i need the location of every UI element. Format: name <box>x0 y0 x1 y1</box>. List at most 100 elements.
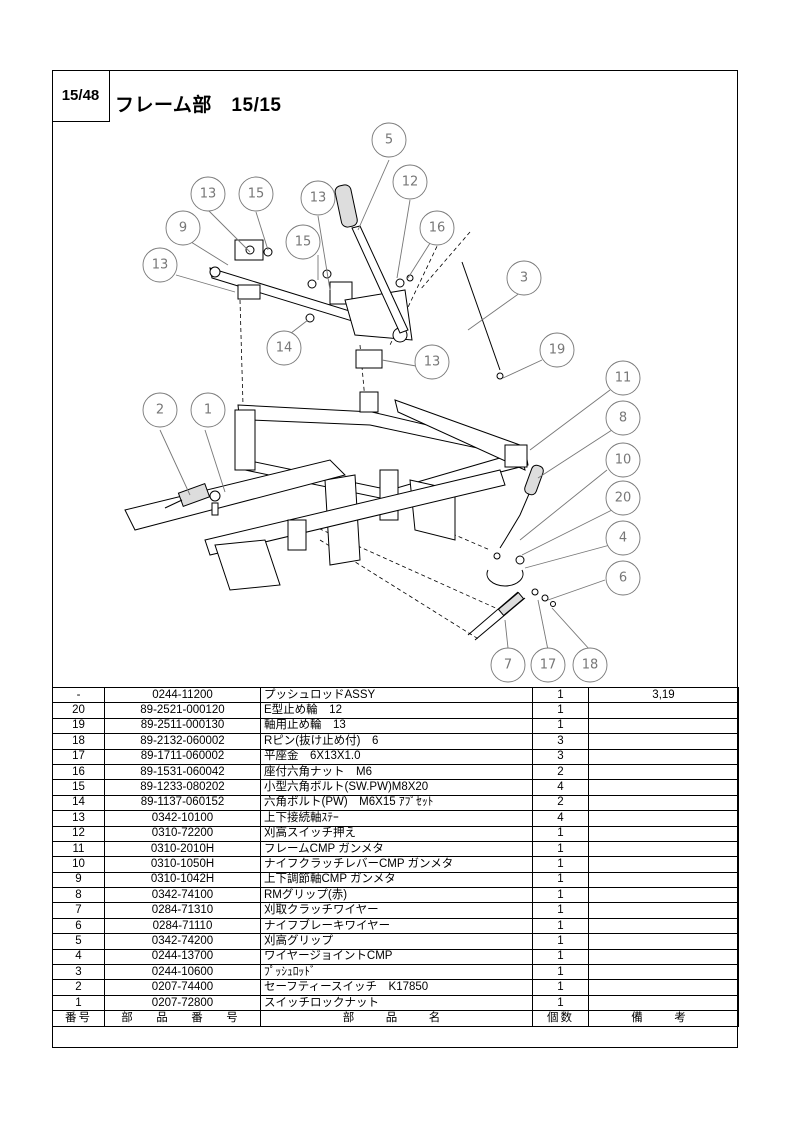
row-remarks: 3,19 <box>588 686 739 704</box>
row-number: 8 <box>52 887 105 904</box>
callout-2: 2 <box>142 392 178 428</box>
row-remarks <box>588 933 739 950</box>
callout-label: 13 <box>152 258 169 273</box>
row-quantity: 1 <box>532 933 589 950</box>
row-remarks <box>588 856 739 873</box>
row-part-name: フレームCMP ガンメタ <box>260 840 533 858</box>
row-number: 17 <box>52 748 105 765</box>
callout-label: 19 <box>549 343 566 358</box>
callout-5: 5 <box>371 122 407 158</box>
row-number: 1 <box>52 994 105 1012</box>
row-part-number: 0284-71110 <box>104 917 261 935</box>
row-part-number: 0207-72800 <box>104 994 261 1012</box>
row-part-name: 上下調節軸CMP ガンメタ <box>260 871 533 889</box>
callout-label: 17 <box>540 658 557 673</box>
row-number: 16 <box>52 763 105 781</box>
row-number: 19 <box>52 717 105 735</box>
col-header-part-number: 部 品 番 号 <box>104 1010 261 1027</box>
callout-label: 13 <box>424 355 441 370</box>
row-part-number: 0310-72200 <box>104 825 261 842</box>
col-header-part-name: 部 品 名 <box>260 1010 533 1027</box>
row-remarks <box>588 779 739 796</box>
row-quantity: 4 <box>532 779 589 796</box>
row-part-name: 軸用止め輪 13 <box>260 717 533 735</box>
row-number: 15 <box>52 779 105 796</box>
callout-label: 13 <box>310 191 327 206</box>
callout-15: 15 <box>238 176 274 212</box>
callout-label: 11 <box>615 371 632 386</box>
row-quantity: 1 <box>532 887 589 904</box>
row-part-name: Rピン(抜け止め付) 6 <box>260 733 533 750</box>
row-part-name: プッシュロッドASSY <box>260 686 533 704</box>
row-part-number: 89-2132-060002 <box>104 733 261 750</box>
row-part-name: 刈高グリップ <box>260 933 533 950</box>
callout-label: 2 <box>156 403 164 418</box>
row-part-number: 0342-10100 <box>104 810 261 827</box>
callout-label: 3 <box>520 271 528 286</box>
row-remarks <box>588 794 739 812</box>
row-remarks <box>588 840 739 858</box>
col-header-quantity: 個数 <box>532 1010 589 1027</box>
fasteners <box>245 245 414 323</box>
callout-17: 17 <box>530 647 566 683</box>
callout-label: 9 <box>179 221 187 236</box>
row-part-name: 上下接続軸ｽﾃｰ <box>260 810 533 827</box>
row-remarks <box>588 948 739 966</box>
row-remarks <box>588 902 739 919</box>
row-number: 5 <box>52 933 105 950</box>
row-number: 18 <box>52 733 105 750</box>
row-number: 9 <box>52 871 105 889</box>
row-remarks <box>588 733 739 750</box>
row-remarks <box>588 748 739 765</box>
callout-label: 4 <box>619 531 627 546</box>
callout-label: 13 <box>200 187 217 202</box>
row-part-number: 0310-1050H <box>104 856 261 873</box>
callout-19: 19 <box>539 332 575 368</box>
row-remarks <box>588 979 739 996</box>
callout-label: 14 <box>276 341 293 356</box>
row-part-name: 刈取クラッチワイヤー <box>260 902 533 919</box>
row-part-name: 六角ボルト(PW) M6X15 ｱﾌﾟｾｯﾄ <box>260 794 533 812</box>
callout-8: 8 <box>605 400 641 436</box>
callout-label: 10 <box>615 453 632 468</box>
row-part-name: ナイフクラッチレバーCMP ガンメタ <box>260 856 533 873</box>
push-rod <box>461 261 504 380</box>
callout-14: 14 <box>266 330 302 366</box>
safety-switch <box>164 482 221 516</box>
row-part-name: スイッチロックナット <box>260 994 533 1012</box>
row-number: 3 <box>52 964 105 981</box>
callout-13: 13 <box>142 247 178 283</box>
row-part-number: 89-1531-060042 <box>104 763 261 781</box>
col-header-remarks: 備 考 <box>588 1010 739 1027</box>
row-part-name: ワイヤージョイントCMP <box>260 948 533 966</box>
row-remarks <box>588 810 739 827</box>
row-part-number: 0244-10600 <box>104 964 261 981</box>
row-number: 4 <box>52 948 105 966</box>
row-remarks <box>588 825 739 842</box>
callout-label: 12 <box>402 175 419 190</box>
row-part-number: 89-1233-080202 <box>104 779 261 796</box>
row-remarks <box>588 763 739 781</box>
row-remarks <box>588 964 739 981</box>
callout-13: 13 <box>300 180 336 216</box>
row-part-number: 89-2511-000130 <box>104 717 261 735</box>
row-quantity: 1 <box>532 840 589 858</box>
callout-label: 5 <box>385 133 393 148</box>
callout-16: 16 <box>419 210 455 246</box>
row-quantity: 1 <box>532 948 589 966</box>
callout-label: 20 <box>615 491 632 506</box>
